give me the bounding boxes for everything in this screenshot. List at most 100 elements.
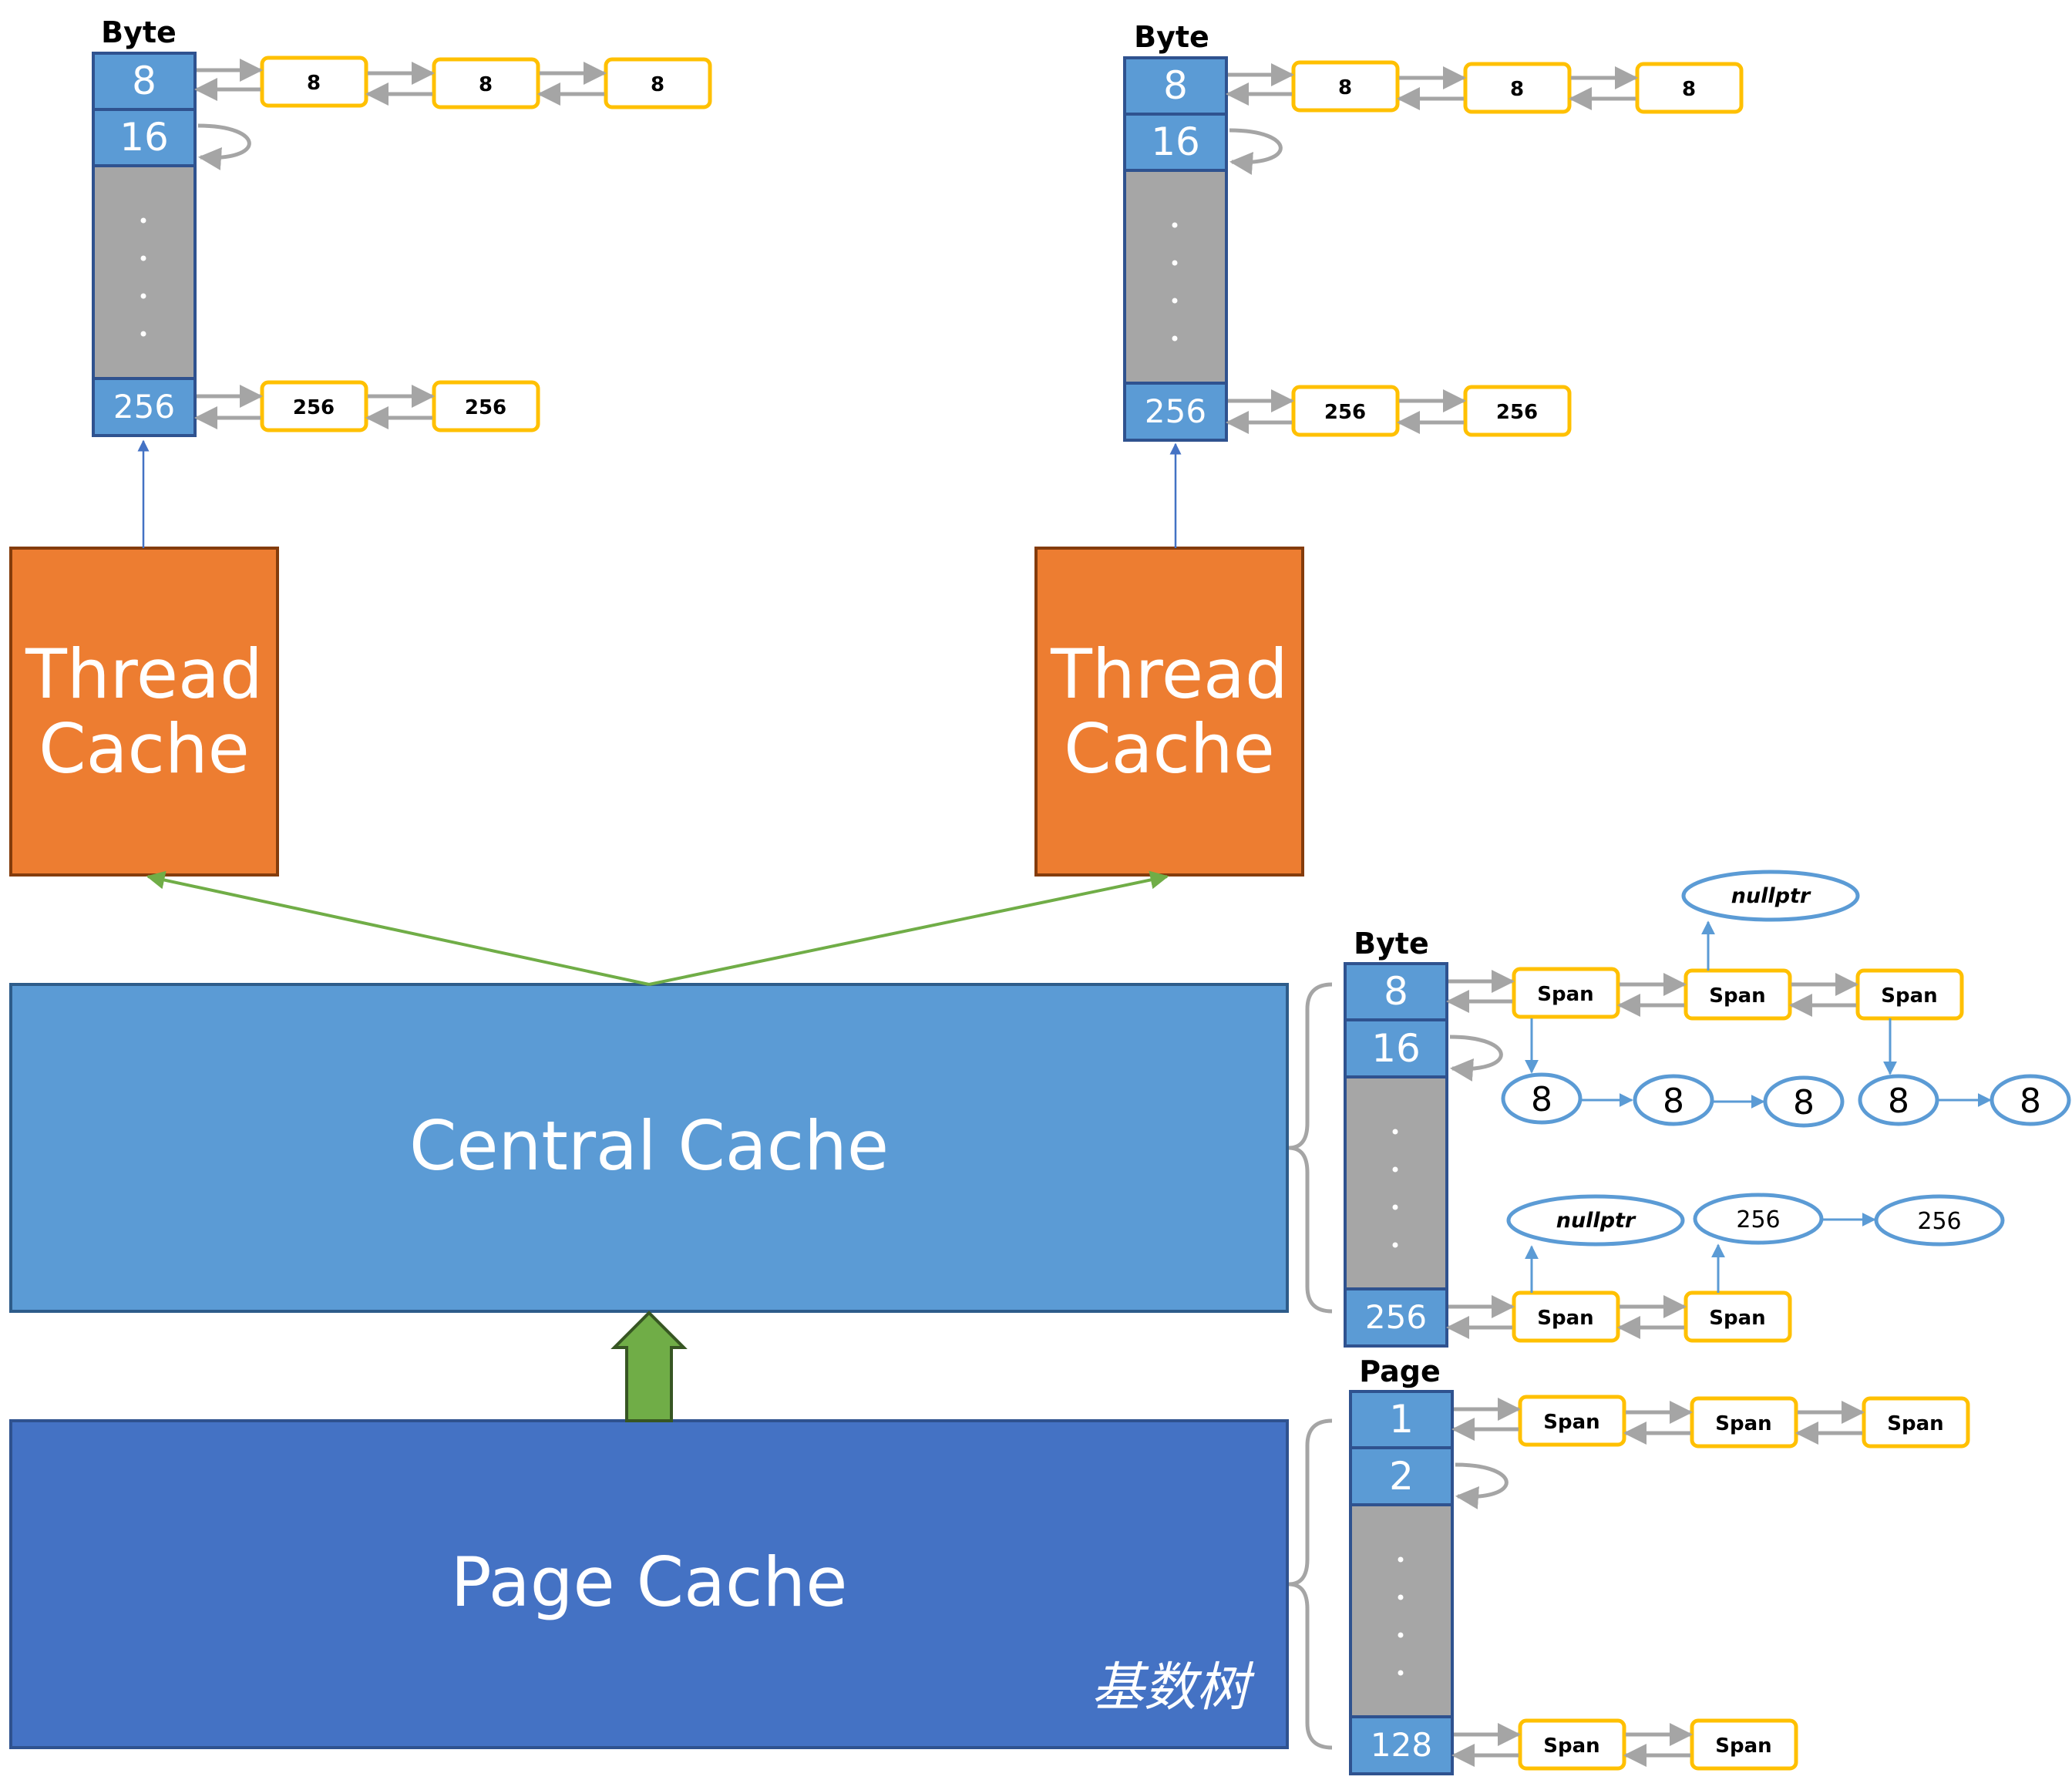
tc2-cell-16 bbox=[1123, 113, 1228, 172]
page-row128-span-2-label: Span bbox=[1715, 1735, 1771, 1758]
central-row256-nullptr bbox=[1506, 1194, 1685, 1247]
page-cell-128 bbox=[1349, 1715, 1454, 1775]
radix-tree-note: 基数树 bbox=[1092, 1657, 1255, 1718]
central-row256-span-1-label: Span bbox=[1537, 1307, 1593, 1330]
central-table-header: Byte bbox=[1354, 927, 1429, 961]
page-row1-span-3-label: Span bbox=[1887, 1412, 1943, 1435]
thread-cache-2-box bbox=[1034, 547, 1304, 877]
tc2-row256-node-1-label: 256 bbox=[1324, 401, 1366, 424]
central-row8-object-5 bbox=[1990, 1074, 2071, 1126]
central-row256-object-1 bbox=[1693, 1193, 1824, 1245]
central-object-links bbox=[1525, 920, 1992, 1293]
tc2-row8-node-1 bbox=[1291, 60, 1400, 113]
thread-cache-1: Thread Cache bbox=[9, 547, 279, 877]
tc1-cell-256-label: 256 bbox=[113, 388, 175, 426]
central-row8-object-5-label: 8 bbox=[2020, 1082, 2041, 1121]
page-cell-1 bbox=[1349, 1390, 1454, 1449]
central-row8-object-1-label: 8 bbox=[1531, 1080, 1552, 1119]
thread-cache-1-box bbox=[9, 547, 279, 877]
central-row8-span-3-label: Span bbox=[1881, 984, 1937, 1008]
tc2-row8-node-2-label: 8 bbox=[1510, 78, 1524, 101]
central-cache-label: Central Cache bbox=[409, 1106, 889, 1186]
central-row8-span-2-label: Span bbox=[1709, 984, 1765, 1008]
central-table: Byte 8 16 256 Span Span Span nullptr 8 8… bbox=[1344, 870, 2071, 1348]
central-row8-object-1 bbox=[1501, 1072, 1583, 1125]
central-row8-object-4-label: 8 bbox=[1888, 1082, 1909, 1121]
page-cell-2-label: 2 bbox=[1389, 1454, 1414, 1499]
page-row128-span-1-label: Span bbox=[1543, 1735, 1599, 1758]
central-cell-256-label: 256 bbox=[1365, 1298, 1427, 1336]
tc2-table: Byte 8 16 256 8 8 8 256 256 bbox=[1123, 20, 1744, 442]
tc1-table-header: Byte bbox=[101, 15, 177, 49]
tc2-cell-256 bbox=[1123, 382, 1228, 442]
thread-cache-2-line2: Cache bbox=[1064, 709, 1275, 789]
tc2-links bbox=[1226, 63, 1638, 434]
tc1-row256-node-1-label: 256 bbox=[293, 396, 335, 419]
tc1-row8-node-3-label: 8 bbox=[651, 73, 664, 96]
central-row8-nullptr-label: nullptr bbox=[1731, 884, 1811, 908]
page-cache-label: Page Cache bbox=[451, 1543, 848, 1622]
central-ellipsis bbox=[1392, 1129, 1398, 1248]
page-row1-span-1-label: Span bbox=[1543, 1411, 1599, 1434]
central-links bbox=[1446, 970, 1858, 1339]
tc1-row8-node-1-label: 8 bbox=[307, 72, 321, 95]
tc1-table: Byte 8 16 256 8 8 8 256 256 bbox=[92, 15, 712, 437]
central-to-thread2-arrow bbox=[648, 870, 1169, 986]
page-cache-box bbox=[9, 1419, 1289, 1749]
central-to-thread1-arrow bbox=[146, 870, 650, 986]
thread-cache-1-line2: Cache bbox=[39, 709, 250, 789]
tc1-links bbox=[194, 59, 607, 429]
page-row1-span-2-label: Span bbox=[1715, 1412, 1771, 1435]
central-brace bbox=[1288, 982, 1333, 1314]
page-table: Page 1 2 128 Span Span Span Span Span bbox=[1349, 1354, 1970, 1775]
central-cell-16-label: 16 bbox=[1371, 1026, 1421, 1071]
page-row1-span-1 bbox=[1518, 1395, 1626, 1447]
tc1-cell-256 bbox=[92, 377, 197, 437]
central-row8-span-1-label: Span bbox=[1537, 983, 1593, 1006]
tc2-row8-node-1-label: 8 bbox=[1338, 76, 1352, 99]
central-row8-nullptr bbox=[1681, 870, 1860, 922]
central-cell-16 bbox=[1344, 1018, 1448, 1078]
tc2-cell-16-label: 16 bbox=[1151, 119, 1200, 164]
tc1-cell-16-label: 16 bbox=[119, 115, 169, 160]
thread-cache-1-line1: Thread bbox=[25, 634, 263, 714]
central-row256-object-2-label: 256 bbox=[1917, 1208, 1961, 1235]
page-cell-2 bbox=[1349, 1446, 1454, 1506]
central-row256-object-1-label: 256 bbox=[1736, 1206, 1780, 1233]
central-cell-8-label: 8 bbox=[1384, 969, 1408, 1014]
page-to-central-arrow bbox=[610, 1311, 688, 1422]
thread-cache-2-line1: Thread bbox=[1050, 634, 1288, 714]
central-row8-object-4 bbox=[1858, 1074, 1939, 1126]
tc1-row8-node-1 bbox=[260, 56, 368, 108]
tc2-row256-node-2-label: 256 bbox=[1496, 401, 1538, 424]
tc2-cell-8-label: 8 bbox=[1163, 63, 1188, 108]
tc1-cell-16 bbox=[92, 108, 197, 167]
central-row256-nullptr-label: nullptr bbox=[1556, 1209, 1636, 1233]
tc2-ellipsis bbox=[1172, 222, 1178, 342]
central-row8-span-1 bbox=[1512, 967, 1620, 1019]
page-ellipsis bbox=[1398, 1556, 1404, 1676]
page-cell-128-label: 128 bbox=[1371, 1726, 1432, 1764]
central-row256-span-2-label: Span bbox=[1709, 1307, 1765, 1330]
tc1-row256-node-2-label: 256 bbox=[465, 396, 506, 419]
page-links bbox=[1451, 1398, 1865, 1767]
tc2-cell-256-label: 256 bbox=[1145, 392, 1206, 430]
tc1-ellipsis bbox=[140, 217, 146, 337]
tc2-row8-node-3-label: 8 bbox=[1682, 78, 1696, 101]
central-cache: Central Cache bbox=[9, 983, 1289, 1313]
thread-cache-2: Thread Cache bbox=[1034, 547, 1304, 877]
tc2-table-header: Byte bbox=[1134, 20, 1209, 54]
central-row8-object-2 bbox=[1633, 1074, 1714, 1126]
central-row8-object-3-label: 8 bbox=[1793, 1083, 1815, 1122]
tc1-cell-8 bbox=[92, 52, 197, 111]
central-row8-object-2-label: 8 bbox=[1663, 1082, 1684, 1121]
page-cell-1-label: 1 bbox=[1389, 1397, 1414, 1442]
page-cache: Page Cache 基数树 bbox=[9, 1419, 1289, 1749]
central-row256-object-2 bbox=[1874, 1194, 2005, 1247]
tc1-row8-node-2-label: 8 bbox=[479, 73, 493, 96]
tc1-cell-8-label: 8 bbox=[132, 59, 156, 103]
central-row8-object-3 bbox=[1763, 1075, 1845, 1128]
page-brace bbox=[1288, 1418, 1333, 1750]
page-table-header: Page bbox=[1359, 1354, 1440, 1388]
